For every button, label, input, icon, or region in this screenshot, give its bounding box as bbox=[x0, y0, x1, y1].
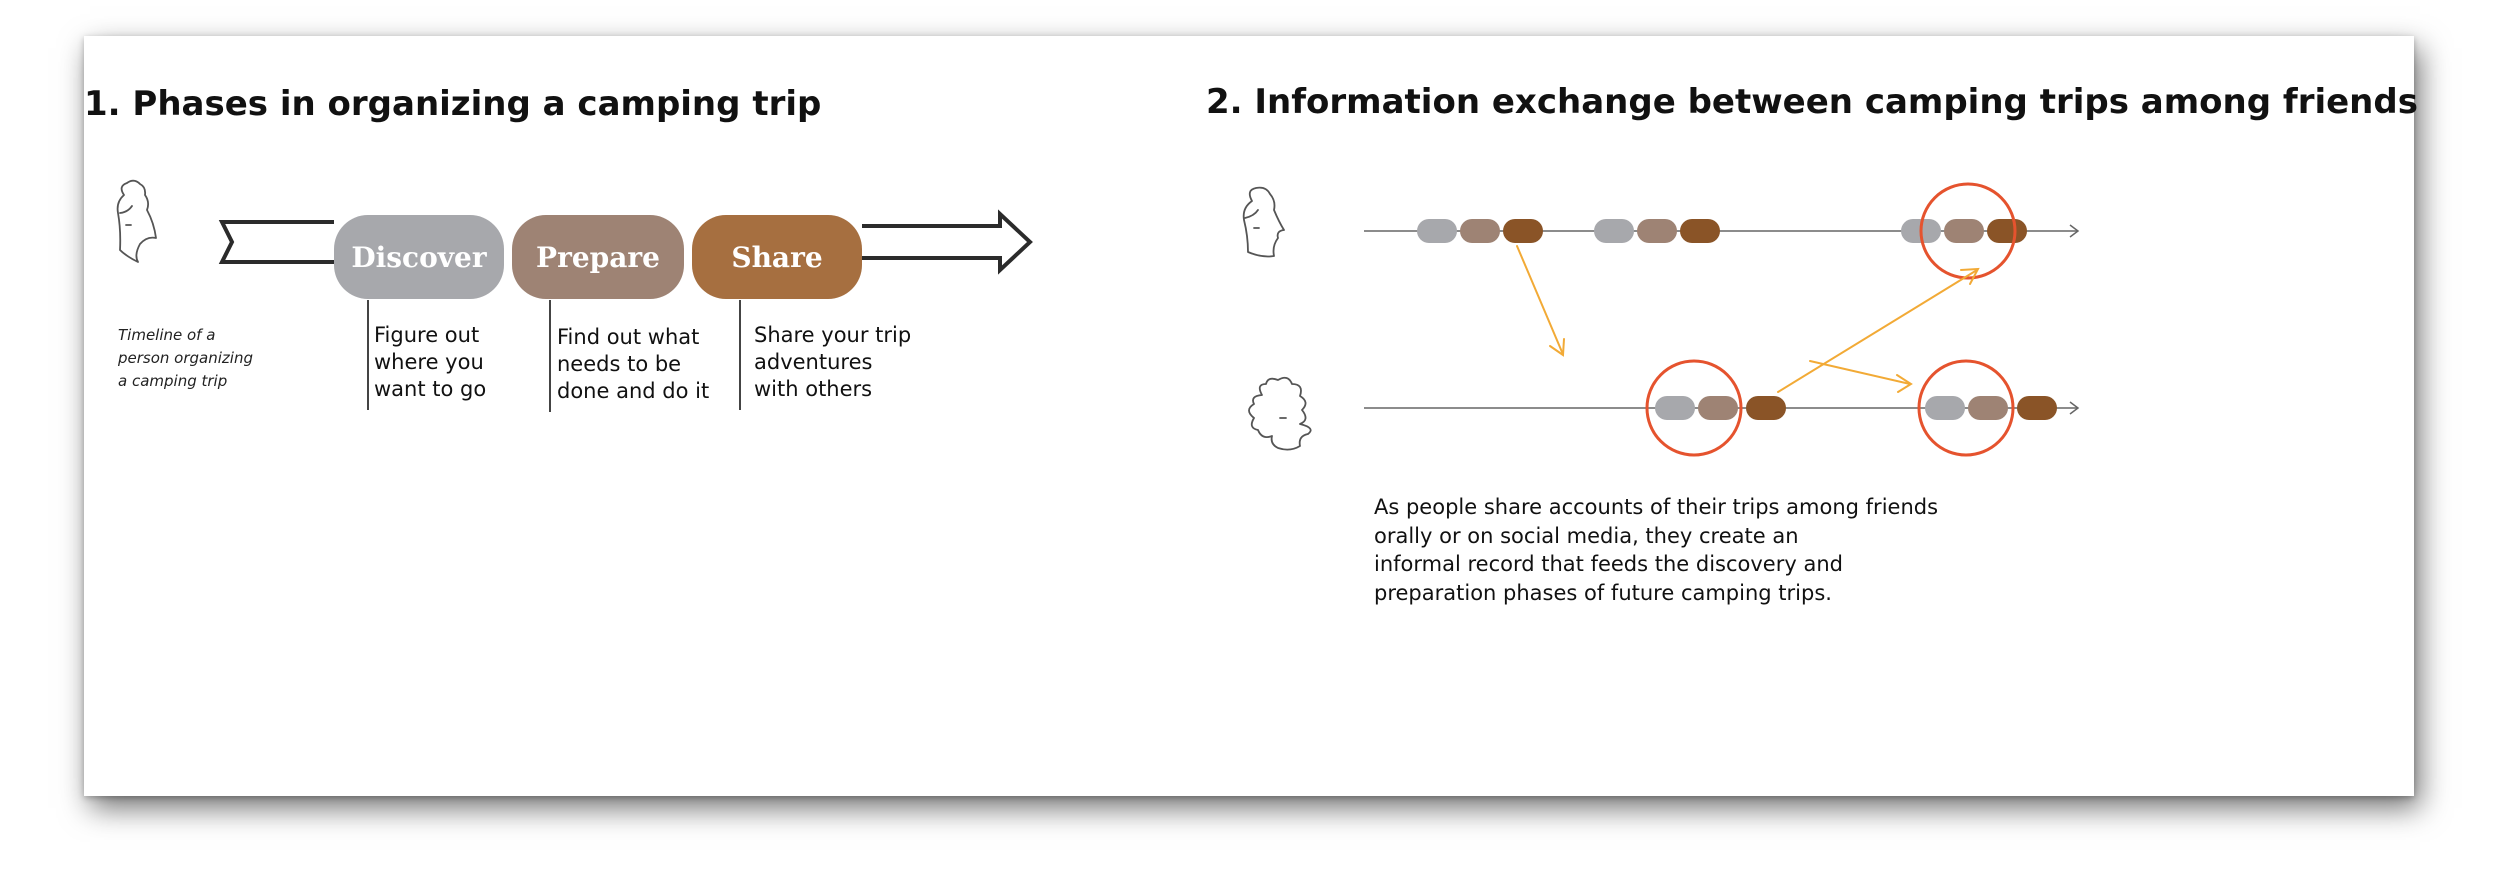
phase-description-prepare: Find out what needs to be done and do it bbox=[557, 325, 710, 403]
trip-pill-discover bbox=[1417, 219, 1457, 243]
phase-label: Prepare bbox=[536, 240, 660, 274]
bottom-timeline-pills bbox=[1655, 396, 2057, 420]
section-1-heading: 1. Phases in organizing a camping trip bbox=[84, 84, 822, 124]
information-flow-arrows bbox=[1516, 245, 1980, 393]
trip-pill-share bbox=[1680, 219, 1720, 243]
highlight-circle bbox=[1919, 182, 2017, 280]
timeline-lines bbox=[1364, 224, 2080, 415]
highlight-circle bbox=[1917, 359, 2015, 457]
section-2-heading: 2. Information exchange between camping … bbox=[1206, 82, 2418, 122]
phase-description-discover: Figure out where you want to go bbox=[374, 323, 487, 401]
flow-arrow bbox=[1516, 245, 1563, 353]
trip-pill-prepare bbox=[1968, 396, 2008, 420]
trip-pill-share bbox=[2017, 396, 2057, 420]
trip-pill-share bbox=[1987, 219, 2027, 243]
trip-pill-share bbox=[1746, 396, 1786, 420]
highlight-circles bbox=[1645, 182, 2017, 457]
phase-share: Share bbox=[692, 215, 862, 299]
phase-label: Discover bbox=[351, 240, 487, 274]
hiker-icon bbox=[1242, 186, 1285, 258]
trip-pill-prepare bbox=[1944, 219, 1984, 243]
phase-stems bbox=[367, 300, 741, 412]
trip-pill-discover bbox=[1655, 396, 1695, 420]
arrow-tail bbox=[218, 220, 334, 264]
trip-pill-discover bbox=[1594, 219, 1634, 243]
friend-icon bbox=[1248, 376, 1312, 451]
phase-timeline-arrow bbox=[218, 209, 1033, 275]
timeline-caption: Timeline of a person organizing a campin… bbox=[118, 326, 253, 390]
phase-label: Share bbox=[731, 240, 823, 274]
trip-pill-discover bbox=[1925, 396, 1965, 420]
trip-pill-prepare bbox=[1698, 396, 1738, 420]
flow-arrow bbox=[1777, 269, 1978, 393]
trip-pill-share bbox=[1503, 219, 1543, 243]
flow-arrow bbox=[1809, 360, 1911, 385]
person-icon bbox=[116, 179, 157, 263]
arrow-head bbox=[862, 209, 1033, 275]
trip-pill-prepare bbox=[1637, 219, 1677, 243]
highlight-circle bbox=[1645, 359, 1743, 457]
exchange-description: As people share accounts of their trips … bbox=[1374, 495, 1939, 605]
trip-pill-prepare bbox=[1460, 219, 1500, 243]
phase-description-share: Share your trip adventures with others bbox=[754, 323, 912, 401]
phase-prepare: Prepare bbox=[512, 215, 684, 299]
phase-discover: Discover bbox=[334, 215, 504, 299]
